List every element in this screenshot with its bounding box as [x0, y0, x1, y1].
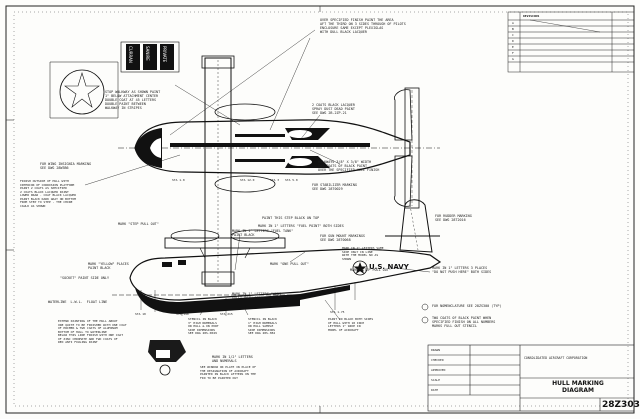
revision-row: D [512, 39, 514, 43]
note-three-places: MARK IN 1" LETTERS 3 PLACES "DO NOT PUSH… [432, 266, 492, 274]
note-same-side: MARK IN 1" LETTERS SAME SIDE ONLY IN LIN… [342, 246, 384, 261]
navy-lettering: U.S. NAVY [369, 263, 409, 271]
note-one-pull-out: MARK "ONE PULL OUT" [270, 262, 309, 266]
note-rudder-marking: FOR RUDDER MARKING SEE DWG 28T2016 [435, 214, 472, 222]
note-stabilizer-marking: FOR STABILIZER MARKING SEE DWG 28T0029 [312, 183, 357, 191]
revision-header: REVISIONS [523, 14, 540, 18]
station-label: STA 12.0 [240, 178, 255, 182]
note-gun-mount: FOR GUN MOUNT MARKINGS SEE DWG 28T0068 [320, 234, 365, 242]
note-stop-walkway: STOP WALKWAY AS SHOWN PAINT 1" BELOW ATT… [105, 90, 161, 110]
top-view [84, 29, 440, 287]
drawing-number: 28Z303 [602, 400, 640, 410]
note-mark-letters-small: MARK IN 1/2" LETTERS AND NUMERALS [212, 355, 253, 363]
sheet-border [5, 5, 635, 414]
revision-row: C [512, 33, 514, 37]
note-stencil-black: STENCIL IN BLACK 3" HIGH NUMERALS ON HUL… [188, 317, 219, 335]
station-label: STA 1.0 [172, 178, 185, 182]
station-label: STA 5.0 [285, 178, 298, 182]
panel-label-2: SANIRE [145, 46, 150, 61]
revision-row: F [512, 51, 514, 55]
note-step-black-top: PAINT THIS STEP BLACK ON TOP [262, 216, 320, 220]
note-black-lacquer-area: 2 COATS BLACK LACQUER SPRAY DUST DEAD PA… [312, 103, 355, 115]
note-mark-in-letters: MARK IN 1" LETTERS "WING GULL" BOTH SIDE… [232, 292, 281, 300]
title-block-row: CHECKED [431, 358, 444, 362]
company-name: CONSOLIDATED AIRCRAFT CORPORATION [524, 356, 588, 360]
note-stencil-black-2: STENCIL IN BLACK 1" HIGH NUMERALS ON HUL… [248, 317, 277, 335]
ref-circles [421, 303, 429, 324]
station-label: STA 3 [270, 178, 280, 182]
drawing-title: HULL MARKING DIAGRAM [552, 380, 604, 394]
small-plane-sketch [148, 340, 186, 376]
note-wing-insignia: FOR WING INSIGNIA MARKING SEE DWG 28W3B6 [40, 162, 92, 170]
stencil-panel [120, 41, 180, 73]
revision-row: B [512, 27, 514, 31]
note-step-pull-out: MARK "STEP PULL OUT" [118, 222, 159, 226]
panel-label-3: PRIVATE [162, 46, 167, 63]
note-finish-hull: FINISH OUTSIDE OF HULL WITH INTERIOR OF … [20, 179, 76, 208]
note-socket: "SOCKET" PAINT SIDE ONLY [60, 276, 109, 280]
title-block [427, 344, 635, 412]
navy-insignia-star [352, 260, 368, 276]
revision-row: G [512, 57, 514, 61]
revision-table [507, 11, 635, 73]
note-side-stripes: SEE WINDOW OR PLATE IN PLACE OF THE DESI… [200, 365, 256, 380]
title-block-row: APPROVED [431, 368, 446, 372]
station-label: STA 140 [176, 312, 189, 316]
title-block-row: DRAWN [431, 348, 441, 352]
wing-insignia-detail [49, 61, 119, 119]
revision-row: E [512, 45, 514, 49]
note-extended-bottom: EXTEND PAINTING OF THE HULL ABOUT ONE QU… [58, 319, 127, 344]
inner-border [13, 11, 629, 407]
note-hull-line: WATERLINE L.W.L. FLOAT LINE [48, 300, 108, 304]
title-block-row: DATE [431, 388, 439, 392]
navy-label-us: U.S. [369, 263, 386, 271]
note-yellow: MARK "YELLOW" PLACES PAINT BLACK [88, 262, 129, 270]
navy-label-navy: NAVY [387, 263, 409, 271]
title-block-row: SCALE [431, 378, 441, 382]
note-nomenclature: FOR NOMENCLATURE SEE 28ZS300 (TYP) [432, 304, 502, 308]
note-paint-black: PAINT IN BLACK BOTH SIDES OF HULL WITH 1… [328, 317, 374, 332]
station-label: STA 215 [220, 312, 233, 316]
side-view [112, 199, 442, 321]
note-step-pull-out-2: MARK "STEP PULL OUT" [350, 268, 391, 272]
panel-label-1: CURRAN [128, 46, 133, 63]
station-label: STA 1.75 [330, 310, 345, 314]
revision-row: A [512, 21, 514, 25]
note-top-finish: OVER SPECIFIED FINISH PAINT THE AREA AFT… [320, 18, 406, 34]
station-label: STA 10 [135, 312, 146, 316]
note-fuel-tank: MARK IN 1" LETTERS "FUEL TANK" PAINT BLA… [232, 229, 294, 237]
note-walkways: WALKWAYS 3/8" X 3/8" WIDTH TWO COATS OF … [318, 160, 380, 172]
note-mark-both-sides: MARK IN 1" LETTERS "FUEL POINT" BOTH SID… [258, 224, 344, 228]
margin-ticks [6, 6, 321, 413]
note-two-coats: TWO COATS OF BLACK PAINT WHEN SPECIFIED … [432, 316, 496, 328]
